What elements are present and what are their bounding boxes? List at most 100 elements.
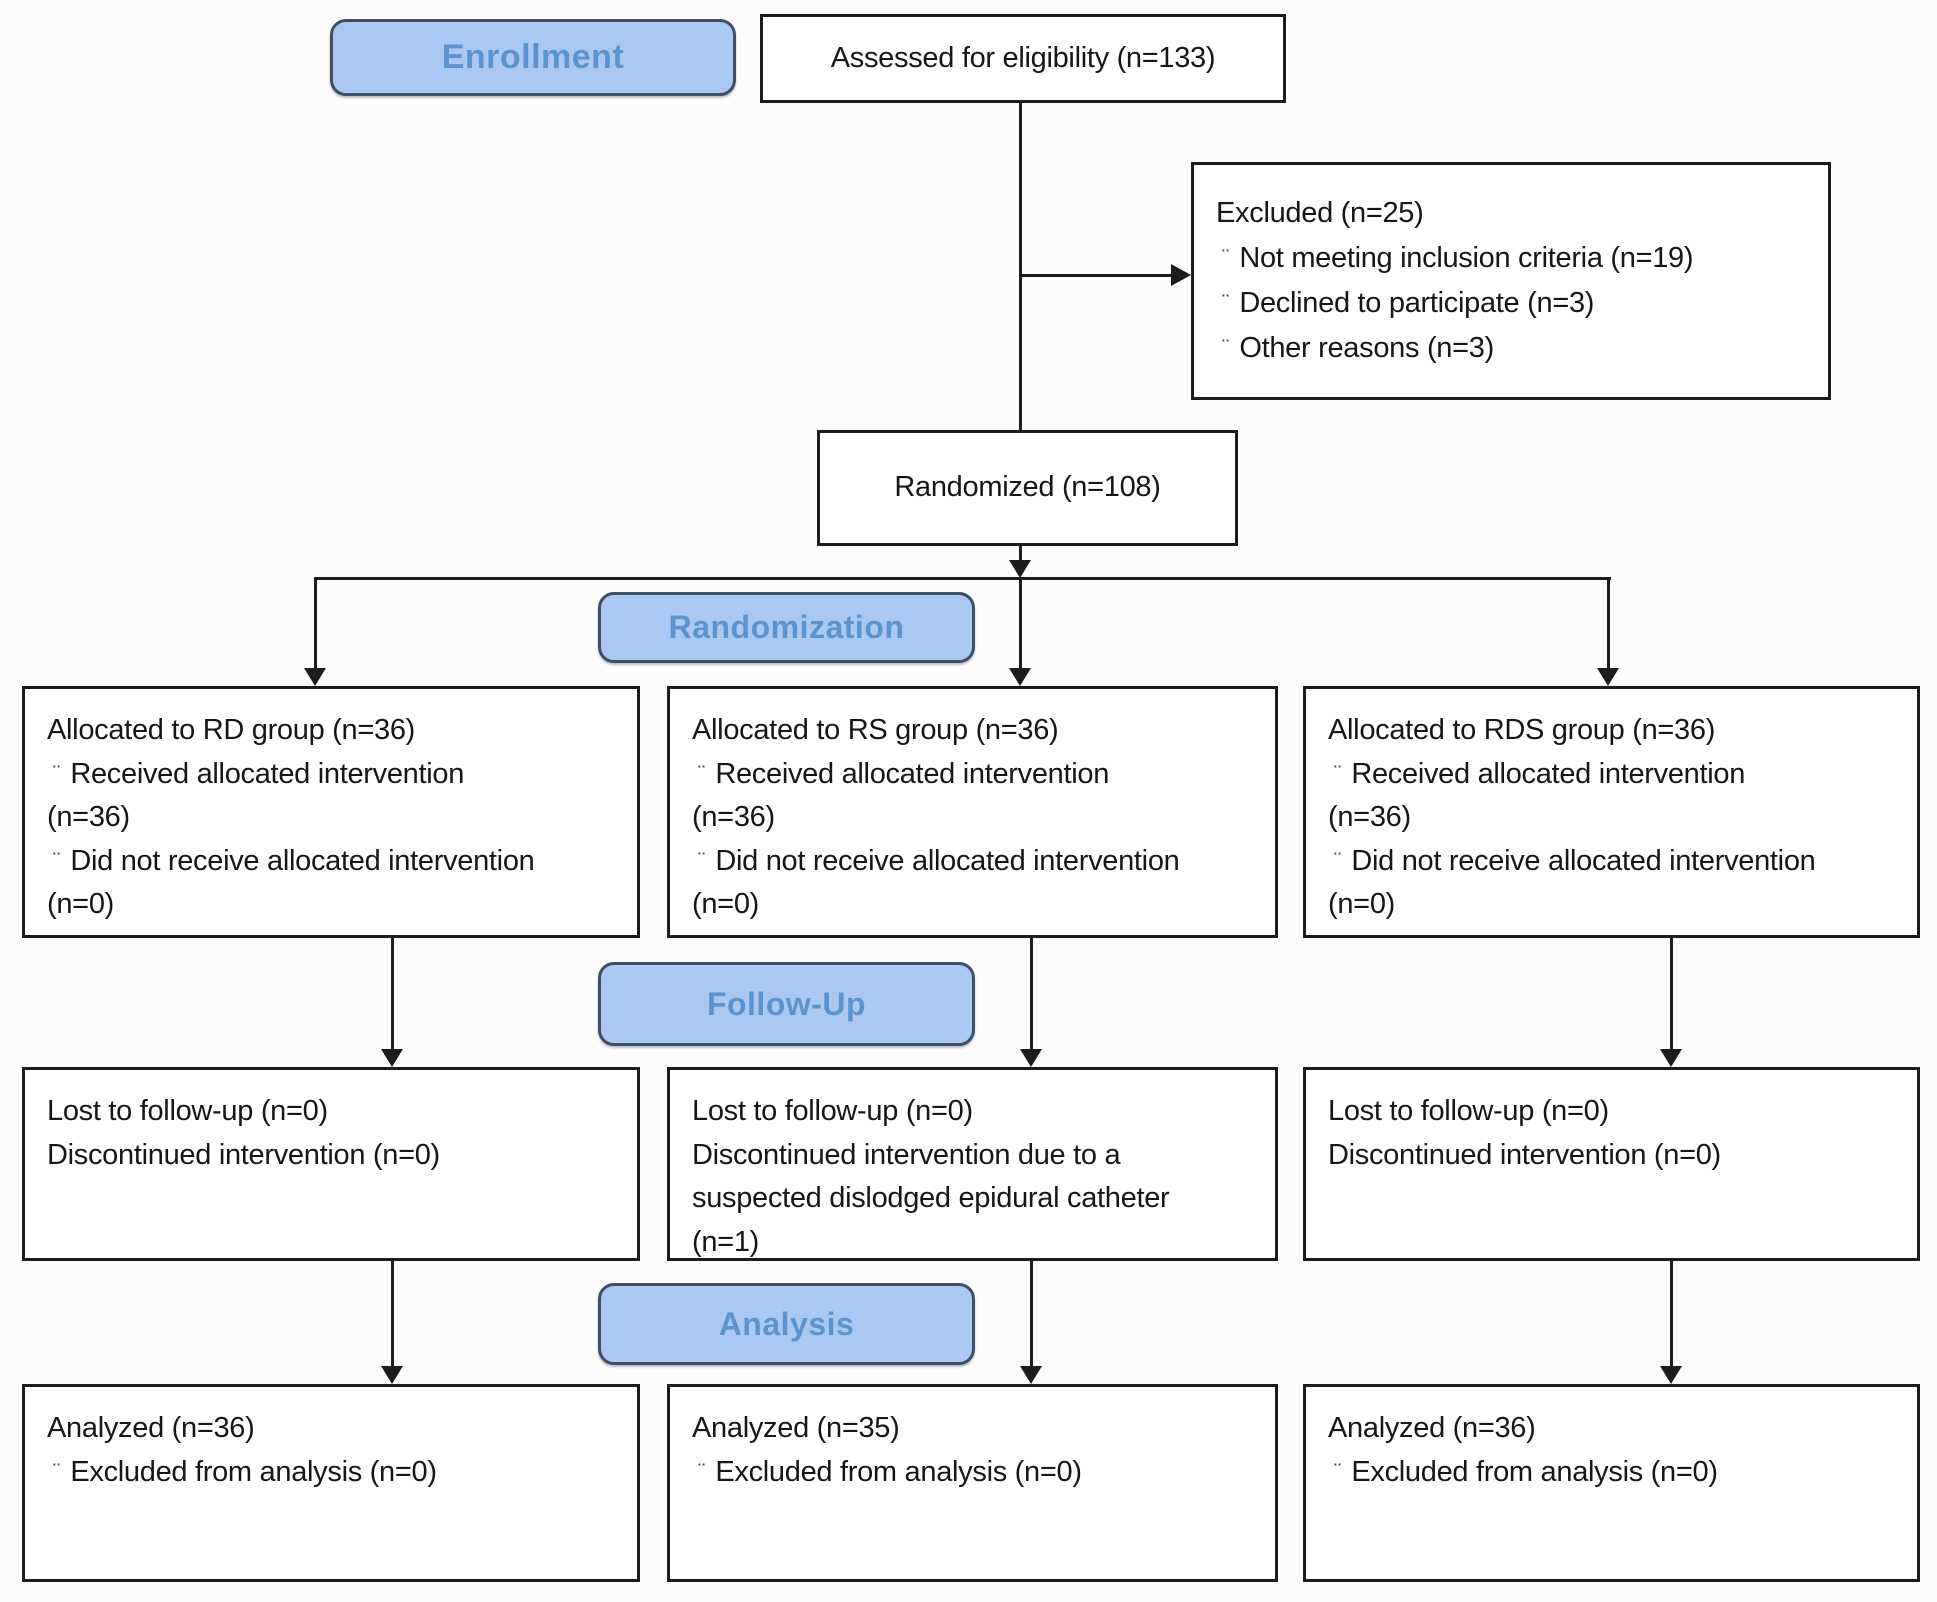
arrowhead-branch-center bbox=[1009, 560, 1031, 578]
bullet-icon: ¨ bbox=[698, 760, 706, 786]
box-line-text: Allocated to RS group (n=36) bbox=[692, 714, 1059, 746]
box-randomized: Randomized (n=108) bbox=[817, 430, 1238, 546]
arrowhead-excluded bbox=[1171, 264, 1191, 286]
box-line-text: Assessed for eligibility (n=133) bbox=[830, 41, 1216, 74]
box-followup-rd: Lost to follow-up (n=0) Discontinued inte… bbox=[22, 1067, 640, 1261]
box-line: Allocated to RD group (n=36) bbox=[47, 709, 541, 753]
box-allocated-rd: Allocated to RD group (n=36)¨Received al… bbox=[22, 686, 640, 938]
connector-branch-to-rs bbox=[1019, 577, 1022, 668]
arrowhead-followup-rds bbox=[1660, 1049, 1682, 1067]
connector-rd-to-followup bbox=[391, 935, 394, 1049]
box-line-text: Analyzed (n=36) bbox=[47, 1412, 255, 1444]
box-assessed-eligibility: Assessed for eligibility (n=133) bbox=[760, 14, 1286, 103]
box-followup-rds: Lost to follow-up (n=0) Discontinued inte… bbox=[1303, 1067, 1920, 1261]
connector-branch-bar bbox=[315, 577, 1611, 580]
box-line: Discontinued intervention (n=0) bbox=[47, 1134, 613, 1178]
box-line: Lost to follow-up (n=0) bbox=[1328, 1090, 1893, 1134]
bullet-icon: ¨ bbox=[53, 1458, 61, 1484]
connector-branch-to-rds bbox=[1607, 577, 1610, 668]
box-line: ¨Received allocated intervention (n=36) bbox=[1328, 753, 1821, 840]
box-line-text: Did not receive allocated intervention (… bbox=[47, 844, 535, 921]
box-line-text: Did not receive allocated intervention (… bbox=[1328, 844, 1816, 921]
box-line: Lost to follow-up (n=0) bbox=[692, 1090, 1217, 1134]
box-line: ¨Did not receive allocated intervention … bbox=[1328, 840, 1821, 927]
box-line-text: Allocated to RDS group (n=36) bbox=[1328, 714, 1716, 746]
box-allocated-rds: Allocated to RDS group (n=36)¨Received a… bbox=[1303, 686, 1920, 938]
box-line: Analyzed (n=36) bbox=[1328, 1407, 1893, 1451]
box-line: ¨Did not receive allocated intervention … bbox=[692, 840, 1183, 927]
connector-rds-to-analysis bbox=[1670, 1258, 1673, 1366]
box-line: ¨Did not receive allocated intervention … bbox=[47, 840, 541, 927]
connector-assessed-to-randomized bbox=[1019, 101, 1022, 430]
box-line-text: Allocated to RD group (n=36) bbox=[47, 714, 416, 746]
box-line-text: Received allocated intervention (n=36) bbox=[1328, 757, 1746, 834]
box-line-text: Discontinued intervention (n=0) bbox=[1328, 1138, 1721, 1171]
box-analysis-rds: Analyzed (n=36) ¨ Excluded from analysis (… bbox=[1303, 1384, 1920, 1582]
box-line: Randomized (n=108) bbox=[894, 466, 1161, 510]
box-line-text: Lost to follow-up (n=0) bbox=[47, 1095, 328, 1127]
bullet-icon: ¨ bbox=[1222, 334, 1230, 360]
arrowhead-analysis-rs bbox=[1020, 1366, 1042, 1384]
box-line-text: Received allocated intervention (n=36) bbox=[47, 757, 465, 834]
box-analysis-rd: Analyzed (n=36) ¨ Excluded from analysis (… bbox=[22, 1384, 640, 1582]
box-line-text: Discontinued intervention due to a suspe… bbox=[692, 1138, 1170, 1258]
box-line: ¨ Excluded from analysis (n=0) bbox=[47, 1451, 613, 1495]
bullet-icon: ¨ bbox=[1222, 244, 1230, 270]
arrowhead-alloc-rs bbox=[1009, 668, 1031, 686]
connector-rds-to-followup bbox=[1670, 935, 1673, 1049]
bullet-icon: ¨ bbox=[1334, 760, 1342, 786]
arrowhead-alloc-rds bbox=[1597, 668, 1619, 686]
box-line-text: Not meeting inclusion criteria (n=19) bbox=[1239, 241, 1694, 274]
box-line: ¨ Declined to participate (n=3) bbox=[1216, 281, 1804, 326]
connector-randomized-to-branch bbox=[1019, 544, 1022, 562]
box-line: Assessed for eligibility (n=133) bbox=[831, 37, 1216, 81]
box-line-text: Analyzed (n=35) bbox=[692, 1412, 900, 1444]
box-line-text: Received allocated intervention (n=36) bbox=[692, 757, 1110, 834]
connector-branch-to-excluded bbox=[1019, 274, 1171, 277]
box-followup-rs: Lost to follow-up (n=0)Discontinued inte… bbox=[667, 1067, 1278, 1261]
connector-rs-to-followup bbox=[1030, 935, 1033, 1049]
connector-rs-to-analysis bbox=[1030, 1258, 1033, 1366]
box-line-text: Excluded from analysis (n=0) bbox=[1351, 1455, 1718, 1488]
box-line: ¨ Other reasons (n=3) bbox=[1216, 326, 1804, 371]
badge-analysis: Analysis bbox=[598, 1283, 975, 1365]
badge-randomization: Randomization bbox=[598, 592, 975, 663]
box-excluded: Excluded (n=25) ¨ Not meeting inclusion cr… bbox=[1191, 162, 1831, 400]
connector-branch-to-rd bbox=[314, 577, 317, 668]
box-line: ¨Received allocated intervention (n=36) bbox=[692, 753, 1183, 840]
arrowhead-followup-rs bbox=[1020, 1049, 1042, 1067]
box-line: Excluded (n=25) bbox=[1216, 191, 1804, 236]
box-line-text: Excluded from analysis (n=0) bbox=[715, 1455, 1082, 1488]
box-analysis-rs: Analyzed (n=35) ¨ Excluded from analysis (… bbox=[667, 1384, 1278, 1582]
box-line: Lost to follow-up (n=0) bbox=[47, 1090, 613, 1134]
bullet-icon: ¨ bbox=[1334, 1458, 1342, 1484]
box-line-text: Other reasons (n=3) bbox=[1239, 331, 1494, 364]
arrowhead-alloc-rd bbox=[304, 668, 326, 686]
connector-rd-to-analysis bbox=[391, 1258, 394, 1366]
bullet-icon: ¨ bbox=[698, 847, 706, 873]
box-line-text: Analyzed (n=36) bbox=[1328, 1412, 1536, 1444]
box-line-text: Excluded (n=25) bbox=[1216, 197, 1424, 229]
bullet-icon: ¨ bbox=[698, 1458, 706, 1484]
box-line: Discontinued intervention (n=0) bbox=[1328, 1134, 1893, 1178]
box-line-text: Excluded from analysis (n=0) bbox=[70, 1455, 437, 1488]
bullet-icon: ¨ bbox=[1334, 847, 1342, 873]
badge-enrollment: Enrollment bbox=[330, 19, 736, 96]
bullet-icon: ¨ bbox=[1222, 289, 1230, 315]
box-line: Analyzed (n=35) bbox=[692, 1407, 1251, 1451]
box-line-text: Randomized (n=108) bbox=[894, 471, 1161, 504]
bullet-icon: ¨ bbox=[53, 847, 61, 873]
box-line-text: Declined to participate (n=3) bbox=[1239, 286, 1595, 319]
box-line: Analyzed (n=36) bbox=[47, 1407, 613, 1451]
box-line-text: Lost to follow-up (n=0) bbox=[1328, 1095, 1609, 1127]
box-line: ¨ Excluded from analysis (n=0) bbox=[692, 1451, 1251, 1495]
box-line: Discontinued intervention due to a suspe… bbox=[692, 1134, 1217, 1265]
arrowhead-followup-rd bbox=[381, 1049, 403, 1067]
box-line: ¨ Not meeting inclusion criteria (n=19) bbox=[1216, 236, 1804, 281]
box-line-text: Did not receive allocated intervention (… bbox=[692, 844, 1180, 921]
arrowhead-analysis-rds bbox=[1660, 1366, 1682, 1384]
box-line: ¨Received allocated intervention (n=36) bbox=[47, 753, 541, 840]
bullet-icon: ¨ bbox=[53, 760, 61, 786]
box-line: Allocated to RDS group (n=36) bbox=[1328, 709, 1821, 753]
